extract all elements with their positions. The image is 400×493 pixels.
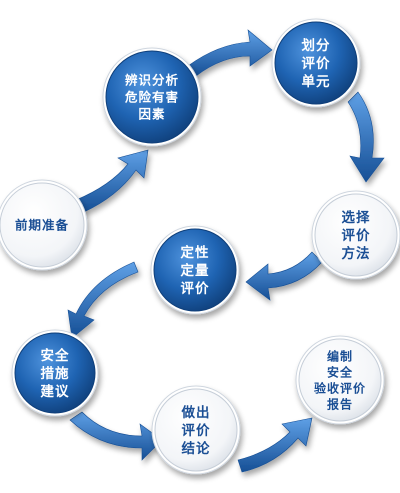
- node-label-line: 评价: [302, 56, 331, 72]
- arrow-measures-to-conclusion: [69, 411, 163, 461]
- arrow-identify-to-divide: [187, 29, 273, 77]
- process-nodes: 辨识分析危险有害因素划分评价单元选择评价方法前期准备定性定量评价安全措施建议做出…: [0, 18, 400, 475]
- node-label-line: 划分: [302, 37, 331, 54]
- node-label-line: 报告: [327, 396, 353, 411]
- node-label-line: 措施: [41, 365, 70, 382]
- node-circle: [298, 338, 382, 422]
- node-label-line: 做出: [181, 404, 211, 421]
- node-label-line: 前期准备: [15, 218, 69, 233]
- node-circle: [105, 50, 199, 144]
- node-label-line: 结论: [182, 440, 211, 457]
- node-label-line: 定量: [181, 262, 210, 279]
- node-label-line: 定性: [181, 244, 210, 261]
- arrow-select-to-qual: [245, 251, 323, 301]
- node-label-line: 辨识分析: [125, 73, 179, 88]
- node-label-line: 危险有害: [124, 90, 179, 105]
- node-circle: [314, 193, 398, 277]
- node-circle: [153, 228, 237, 312]
- node-label-line: 因素: [138, 107, 165, 122]
- node-circle: [0, 182, 85, 268]
- arrow-divide-to-select: [347, 91, 385, 183]
- node-circle: [154, 388, 238, 472]
- node-circle: [274, 21, 358, 105]
- node-label-line: 验收评价: [314, 380, 366, 395]
- node-label-line: 安全: [327, 364, 353, 379]
- node-label-line: 方法: [342, 245, 371, 262]
- arrow-prep-to-identify: [75, 149, 149, 213]
- node-label-line: 评价: [182, 423, 211, 439]
- node-preparation: 前期准备: [0, 179, 88, 271]
- node-circle: [14, 332, 96, 414]
- arrow-conclusion-to-report: [237, 417, 313, 473]
- node-label-line: 选择: [342, 209, 371, 226]
- node-label-line: 安全: [41, 347, 70, 364]
- node-label-line: 编制: [326, 348, 353, 363]
- node-label-line: 单元: [302, 73, 331, 90]
- node-label-line: 评价: [181, 281, 210, 297]
- node-label-line: 建议: [40, 383, 70, 400]
- arrow-qual-to-measures: [67, 261, 139, 339]
- node-label-line: 评价: [342, 228, 371, 244]
